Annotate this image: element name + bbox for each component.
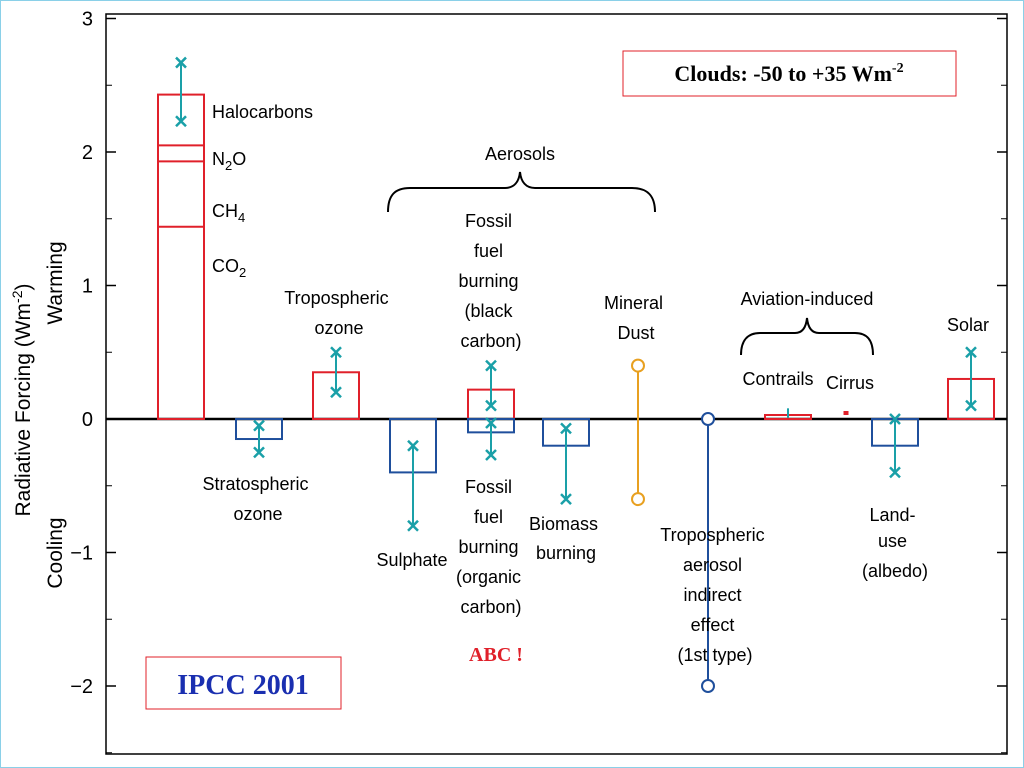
errorbar-marker-sulphate-high — [407, 519, 419, 532]
label-sulphate: Sulphate — [376, 550, 447, 570]
errorbar-marker-trop-ozone-high — [330, 346, 342, 359]
errorbar-marker-biomass-high — [560, 493, 572, 505]
range-marker-indirect-effect-high — [701, 412, 715, 426]
label-mineral-dust: Mineral Dust — [604, 293, 668, 343]
y-axis-cooling-label: Cooling — [44, 517, 67, 588]
label-ch4: CH4 — [212, 201, 245, 225]
y-tick-label-2: 1 — [82, 276, 93, 298]
y-axis-label: Radiative Forcing (Wm-2) — [9, 283, 35, 516]
y-ticks: 3 2 1 0 −1 −2 — [70, 9, 1007, 754]
errorbar-marker-sulphate-low — [407, 439, 419, 452]
y-tick-label-4: −1 — [70, 543, 93, 565]
errorbar-marker-trop-ozone-low — [330, 386, 342, 399]
label-organic-carbon: Fossil fuel burning (organic carbon) — [456, 477, 526, 617]
errorbar-marker-organic-carbon-low — [485, 417, 497, 429]
errorbar-marker-solar-high — [965, 346, 977, 359]
y-tick-label-3: 0 — [82, 409, 93, 431]
y-tick-label-0: 3 — [82, 9, 93, 31]
errorbar-marker-organic-carbon-high — [485, 449, 497, 461]
label-indirect-effect: Tropospheric aerosol indirect effect (1s… — [660, 525, 769, 665]
aviation-brace — [740, 317, 874, 356]
ipcc-annotation: IPCC 2001 — [177, 670, 308, 701]
label-solar: Solar — [947, 315, 989, 335]
label-aerosols: Aerosols — [485, 144, 555, 164]
errorbar-marker-black-carbon-low — [485, 399, 497, 412]
label-aviation-induced: Aviation-induced — [741, 289, 874, 309]
clouds-box — [622, 50, 957, 97]
label-black-carbon: Fossil fuel burning (black carbon) — [458, 211, 523, 351]
errorbar-marker-black-carbon-high — [485, 359, 497, 372]
label-cirrus: Cirrus — [826, 373, 874, 393]
errorbar-marker-solar-low — [965, 399, 977, 412]
plot-frame — [105, 13, 1008, 755]
label-halocarbons: Halocarbons — [212, 102, 313, 122]
clouds-annotation: Clouds: -50 to +35 Wm-2 — [674, 61, 903, 86]
errorbar-marker-greenhouse-low — [175, 115, 187, 128]
label-tropospheric-ozone: Tropospheric ozone — [284, 288, 393, 338]
range-marker-mineral-dust-high — [631, 358, 645, 373]
label-land-use: Land- use (albedo) — [862, 505, 928, 581]
errorbar-marker-strat-ozone-high — [253, 446, 265, 459]
label-contrails: Contrails — [742, 369, 813, 389]
errorbar-marker-land-use-low — [889, 413, 901, 425]
label-n2o: N2O — [212, 149, 246, 173]
errorbar-marker-greenhouse-high — [175, 56, 187, 69]
ipcc-box — [145, 656, 342, 710]
range-marker-indirect-effect-low — [701, 679, 715, 693]
range-marker-mineral-dust-low — [631, 492, 645, 507]
label-co2: CO2 — [212, 256, 246, 280]
y-axis-warming-label: Warming — [44, 241, 67, 324]
label-biomass-burning: Biomass burning — [529, 514, 603, 563]
errorbar-marker-land-use-high — [889, 466, 901, 479]
chart-marks — [157, 56, 995, 693]
y-tick-label-5: −2 — [70, 676, 93, 698]
label-stratospheric-ozone: Stratospheric ozone — [202, 474, 313, 524]
aerosols-brace — [387, 171, 656, 213]
errorbar-marker-biomass-low — [560, 422, 572, 435]
abc-annotation: ABC ! — [469, 644, 523, 666]
y-tick-label-1: 2 — [82, 142, 93, 164]
errorbar-marker-strat-ozone-low — [253, 419, 265, 432]
